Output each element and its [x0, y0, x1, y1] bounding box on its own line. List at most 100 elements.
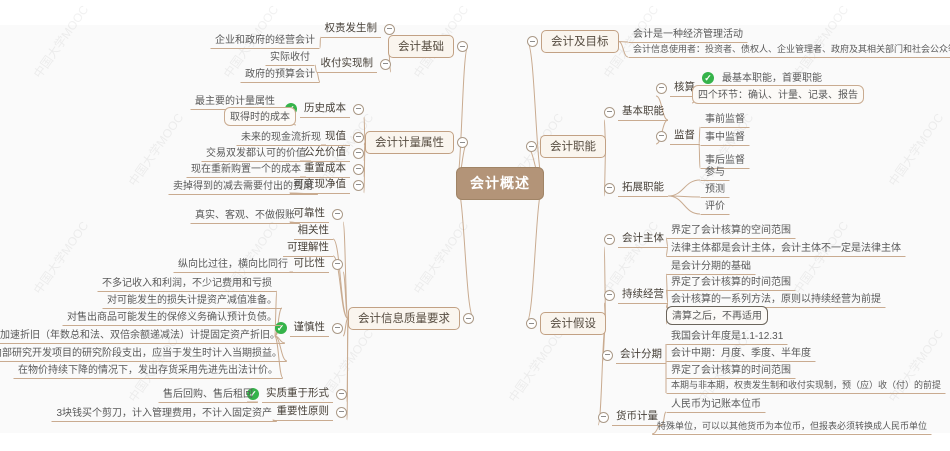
leaf-label: 特殊单位，可以以其他货币为本位币，但报表必须转换成人民币单位 [652, 418, 933, 435]
node-fair-value[interactable]: 公允价值 [300, 144, 364, 162]
collapse-icon[interactable] [604, 233, 615, 245]
node-accrual-basis[interactable]: 权责发生制 [320, 20, 395, 38]
leaf-prudence-4[interactable]: 加速折旧（年数总和法、双倍余额递减法）计提固定资产折旧。 [0, 325, 285, 344]
leaf-forecast[interactable]: 预测 [700, 179, 730, 198]
leaf-mm-special[interactable]: 特殊单位，可以以其他货币为本位币，但报表必须转换成人民币单位 [652, 418, 933, 435]
leaf-prudence-1[interactable]: 不多记收入和利润，不少记费用和亏损 [97, 273, 277, 292]
leaf-gc-basis[interactable]: 是会计分期的基础 [666, 256, 756, 275]
leaf-entity-legal[interactable]: 法律主体都是会计主体，会计主体不一定是法律主体 [666, 238, 906, 257]
node-accounting-period[interactable]: 会计分期 [602, 346, 666, 364]
leaf-rc-repurchase-cost[interactable]: 现在重新购置一个的成本 [186, 159, 306, 178]
leaf-goal-activity[interactable]: 会计是一种经济管理活动 [628, 24, 748, 43]
collapse-icon[interactable] [602, 349, 613, 361]
leaf-materiality-detail[interactable]: 3块钱买个剪刀，计入管理费用，不计入固定资产 [51, 403, 277, 422]
central-topic[interactable]: 会计概述 [456, 167, 544, 200]
leaf-period-premise[interactable]: 本期与非本期，权责发生制和收付实现制，预（应）收（付）的前提 [666, 377, 947, 394]
node-extended-functions[interactable]: 拓展职能 [604, 179, 668, 197]
node-reliability[interactable]: 可靠性 [289, 205, 343, 223]
collapse-icon[interactable] [527, 36, 538, 47]
node-replacement-cost[interactable]: 重置成本 [300, 160, 364, 178]
collapse-icon[interactable] [656, 82, 667, 94]
leaf-mm-rmb[interactable]: 人民币为记账本位币 [666, 394, 766, 413]
leaf-supervision-post[interactable]: 事后监督 [700, 150, 750, 169]
leaf-supervision-pre[interactable]: 事前监督 [700, 109, 750, 128]
leaf-prudence-3[interactable]: 对售出商品可能发生的保修义务确认预计负债。 [62, 307, 282, 326]
leaf-nrv-detail[interactable]: 卖掉得到的减去需要付出的费用 [168, 176, 318, 195]
leaf-accrual-users[interactable]: 企业和政府的经营会计 [210, 30, 320, 49]
collapse-icon[interactable] [604, 106, 615, 118]
leaf-label: 不多记收入和利润，不少记费用和亏损 [97, 273, 277, 292]
topic-accounting-assumptions[interactable]: 会计假设 [526, 312, 606, 335]
leaf-prudence-2[interactable]: 对可能发生的损失计提资产减值准备。 [102, 290, 282, 309]
leaf-label: 卖掉得到的减去需要付出的费用 [168, 176, 318, 195]
leaf-gov-budget[interactable]: 政府的预算会计 [240, 64, 320, 83]
node-label: 监督 [670, 127, 699, 145]
collapse-icon[interactable] [353, 179, 364, 191]
collapse-icon[interactable] [604, 289, 615, 301]
leaf-actual-receipt[interactable]: 实际收付 [265, 47, 315, 66]
leaf-gc-liquidation[interactable]: 清算之后，不再适用 [666, 306, 768, 325]
node-understandability[interactable]: 可理解性 [283, 239, 333, 257]
collapse-icon[interactable] [457, 41, 468, 52]
leaf-gc-methods[interactable]: 会计核算的一系列方法，原则以持续经营为前提 [666, 289, 886, 308]
leaf-fv-agreed-price[interactable]: 交易双发都认可的价值 [201, 143, 311, 162]
node-comparability[interactable]: 可比性 [289, 255, 343, 273]
leaf-label: 实际收付 [265, 47, 315, 66]
node-relevance[interactable]: 相关性 [293, 222, 333, 240]
leaf-pv-discount[interactable]: 未来的现金流折现 [236, 127, 326, 146]
node-substance-over-form[interactable]: 实质重于形式 [247, 385, 347, 403]
collapse-icon[interactable] [353, 103, 364, 115]
collapse-icon[interactable] [384, 23, 395, 35]
node-present-value[interactable]: 现值 [321, 128, 364, 146]
leaf-prudence-6[interactable]: 在物价持续下降的情况下，发出存货采用先进先出法计价。 [13, 360, 283, 379]
leaf-period-year[interactable]: 我国会计年度是1.1-12.31 [666, 326, 789, 345]
leaf-supervision-mid[interactable]: 事中监督 [700, 127, 750, 146]
collapse-icon[interactable] [336, 388, 347, 400]
leaf-evaluate[interactable]: 评价 [700, 196, 730, 215]
topic-accounting-and-goals[interactable]: 会计及目标 [527, 30, 619, 53]
collapse-icon[interactable] [332, 322, 343, 334]
collapse-icon[interactable] [332, 208, 343, 220]
topic-measurement-attributes[interactable]: 会计计量属性 [365, 131, 468, 154]
leaf-entity-scope[interactable]: 界定了会计核算的空间范围 [666, 220, 796, 239]
collapse-icon[interactable] [353, 131, 364, 143]
leaf-check-steps[interactable]: 四个环节：确认、计量、记录、报告 [692, 85, 864, 104]
leaf-label: 参与 [700, 162, 730, 181]
collapse-icon[interactable] [656, 130, 667, 142]
collapse-icon[interactable] [353, 163, 364, 175]
leaf-reliability-detail[interactable]: 真实、客观、不做假账 [190, 205, 300, 224]
collapse-icon[interactable] [598, 411, 609, 423]
collapse-icon[interactable] [353, 147, 364, 159]
node-cash-basis[interactable]: 收付实现制 [316, 55, 391, 73]
collapse-icon[interactable] [336, 406, 347, 418]
node-materiality[interactable]: 重要性原则 [272, 403, 347, 421]
leaf-label: 我国会计年度是1.1-12.31 [666, 326, 789, 345]
node-going-concern[interactable]: 持续经营 [604, 286, 668, 304]
leaf-sof-detail[interactable]: 售后回购、售后租回 [158, 384, 258, 403]
topic-accounting-functions[interactable]: 会计职能 [526, 135, 606, 158]
collapse-icon[interactable] [332, 258, 343, 270]
leaf-participate[interactable]: 参与 [700, 162, 730, 181]
collapse-icon[interactable] [526, 318, 537, 329]
leaf-comparability-detail[interactable]: 纵向比过往，横向比同行 [173, 254, 293, 273]
leaf-period-interim[interactable]: 会计中期：月度、季度、半年度 [666, 343, 816, 362]
collapse-icon[interactable] [526, 141, 537, 152]
collapse-icon[interactable] [463, 313, 474, 324]
leaf-hc-acquisition-cost[interactable]: 取得时的成本 [224, 107, 296, 126]
topic-info-quality[interactable]: 会计信息质量要求 [348, 307, 474, 330]
node-historical-cost[interactable]: 历史成本 [285, 100, 364, 118]
leaf-goal-users[interactable]: 会计信息使用者：投资者、债权人、企业管理者、政府及其相关部门和社会公众等。 [628, 41, 950, 58]
leaf-period-time-scope[interactable]: 界定了会计核算的时间范围 [666, 360, 796, 379]
node-accounting-entity[interactable]: 会计主体 [604, 230, 668, 248]
leaf-prudence-5[interactable]: 企业内部研究开发项目的研究阶段支出，应当于发生时计入当期损益。 [0, 343, 287, 362]
node-basic-functions[interactable]: 基本职能 [604, 103, 668, 121]
leaf-label: 界定了会计核算的空间范围 [666, 220, 796, 239]
topic-accounting-basis[interactable]: 会计基础 [388, 35, 468, 58]
node-accounting-check[interactable]: 核算 [656, 79, 699, 97]
node-supervision[interactable]: 监督 [656, 127, 699, 145]
leaf-gc-time-scope[interactable]: 界定了会计核算的时间范围 [666, 272, 796, 291]
collapse-icon[interactable] [604, 182, 615, 194]
node-net-realizable-value[interactable]: 可变现净值 [289, 176, 364, 194]
collapse-icon[interactable] [380, 58, 391, 70]
collapse-icon[interactable] [457, 137, 468, 148]
